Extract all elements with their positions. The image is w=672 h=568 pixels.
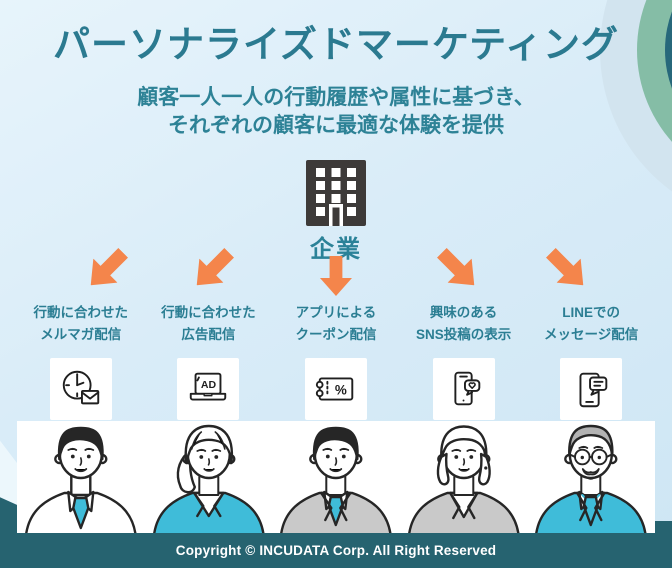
channel-label-line2: メルマガ配信 — [40, 327, 122, 343]
person-young-woman-illustration — [152, 424, 265, 533]
person-young-man-illustration — [25, 426, 137, 533]
channel-label-line1: LINEでの — [562, 305, 621, 320]
phone-message-icon — [560, 358, 623, 420]
channel-label: アプリによる クーポン配信 — [295, 302, 376, 348]
arrow-down-right-icon — [539, 241, 596, 298]
audience-panel — [17, 421, 655, 533]
arrow-down-right-icon — [429, 241, 486, 298]
channel-columns: 行動に合わせた メルマガ配信 行動に合わせた 広告配信 — [17, 246, 655, 420]
arrow-down-left-icon — [185, 241, 242, 298]
svg-text:AD: AD — [201, 379, 217, 391]
channel-label-line1: 行動に合わせた — [33, 305, 129, 320]
channel-label-line2: クーポン配信 — [295, 327, 377, 343]
channel-label-line1: 興味のある — [429, 305, 498, 320]
channel-label: 行動に合わせた メルマガ配信 — [34, 302, 129, 348]
channel-label-line2: 広告配信 — [181, 327, 236, 343]
clock-email-icon — [49, 358, 112, 420]
person-gray-suit-man-illustration — [280, 426, 392, 533]
office-building-icon — [306, 160, 366, 226]
person-bob-woman-illustration — [407, 425, 520, 533]
decor-footer-step — [652, 521, 672, 535]
channel-column-mail: 行動に合わせた メルマガ配信 — [17, 246, 145, 420]
channel-label-line1: アプリによる — [295, 305, 377, 320]
page-title: パーソナライズドマーケティング — [53, 24, 619, 65]
person-senior-man-illustration — [535, 424, 647, 533]
channel-label-line2: SNS投稿の表示 — [415, 327, 512, 343]
arrow-down-icon — [319, 256, 352, 296]
footer-bar: Copyright © INCUDATA Corp. All Right Res… — [0, 533, 672, 568]
channel-column-coupon: アプリによる クーポン配信 % — [272, 246, 400, 420]
channel-column-line: LINEでの メッセージ配信 — [527, 246, 655, 420]
arrow-down-left-icon — [79, 241, 136, 298]
decor-circle-inner — [665, 0, 672, 160]
subtitle-line-2: それぞれの顧客に最適な体験を提供 — [168, 114, 504, 138]
copyright-text: Copyright © INCUDATA Corp. All Right Res… — [175, 543, 497, 558]
subtitle-line-1: 顧客一人一人の行動履歴や属性に基づき、 — [137, 86, 535, 109]
channel-label-line1: 行動に合わせた — [161, 305, 256, 320]
channel-label: 興味のある SNS投稿の表示 — [416, 302, 511, 348]
laptop-ad-icon: AD — [177, 358, 240, 420]
channel-label: LINEでの メッセージ配信 — [544, 302, 638, 348]
channel-label: 行動に合わせた 広告配信 — [161, 302, 256, 348]
svg-text:%: % — [335, 383, 347, 398]
channel-label-line2: メッセージ配信 — [544, 327, 639, 343]
phone-heart-icon — [432, 358, 495, 420]
channel-column-sns: 興味のある SNS投稿の表示 — [400, 246, 528, 420]
channel-column-ads: 行動に合わせた 広告配信 AD — [145, 246, 273, 420]
coupon-percent-icon: % — [304, 358, 367, 420]
subtitle: 顧客一人一人の行動履歴や属性に基づき、 それぞれの顧客に最適な体験を提供 — [0, 84, 672, 141]
